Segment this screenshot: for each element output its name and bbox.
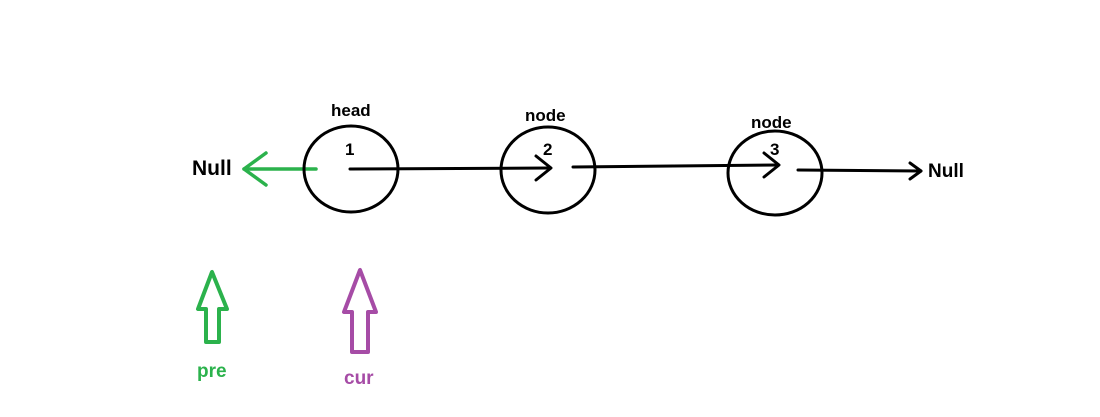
node-1: head 1 bbox=[302, 101, 400, 214]
node-2-caption: node bbox=[525, 106, 566, 125]
link-2-to-3 bbox=[571, 151, 781, 179]
link-3-to-null bbox=[796, 161, 923, 181]
node-3-caption: node bbox=[751, 113, 792, 132]
null-right-label: Null bbox=[928, 161, 964, 182]
node-3-value: 3 bbox=[770, 140, 779, 159]
null-left-label: Null bbox=[192, 157, 232, 180]
pre-label: pre bbox=[197, 361, 227, 382]
link-1-to-2 bbox=[348, 154, 553, 182]
node-2: node 2 bbox=[499, 106, 597, 215]
pre-arrow-icon bbox=[196, 270, 229, 344]
node-1-caption: head bbox=[331, 101, 371, 120]
node-1-value: 1 bbox=[345, 140, 354, 159]
cur-pointer: cur bbox=[342, 268, 378, 389]
node-3-circle bbox=[726, 129, 824, 217]
node-2-circle bbox=[499, 125, 597, 215]
cur-label: cur bbox=[344, 368, 374, 389]
node-2-value: 2 bbox=[543, 140, 552, 159]
node-3: node 3 bbox=[726, 113, 824, 217]
cur-arrow-icon bbox=[342, 268, 378, 354]
pre-pointer: pre bbox=[196, 270, 229, 382]
